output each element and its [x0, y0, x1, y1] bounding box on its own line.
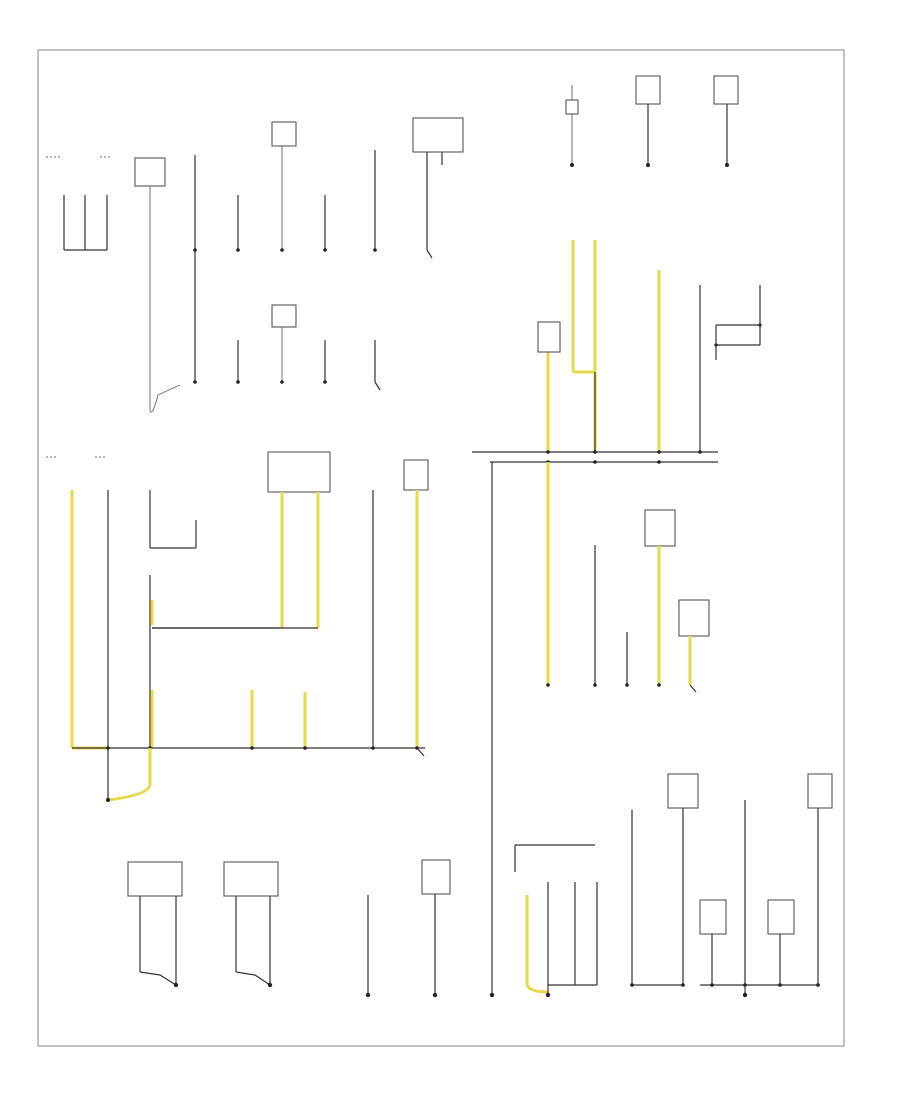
component-box — [223, 861, 279, 897]
component-box — [271, 121, 297, 147]
component-box — [412, 117, 464, 153]
component-box — [767, 899, 795, 935]
component-box — [713, 75, 739, 105]
top-left-section — [46, 117, 464, 413]
component-box — [127, 861, 183, 897]
component-box — [635, 75, 661, 105]
top-right-section — [472, 75, 762, 998]
component-box — [403, 459, 429, 491]
diagram-frame — [37, 49, 845, 1047]
bottom-right-section — [514, 773, 833, 998]
component-box — [421, 859, 451, 895]
component-box — [267, 451, 331, 493]
component-box — [678, 599, 710, 637]
component-box — [644, 509, 676, 547]
component-box — [271, 304, 297, 328]
component-box — [807, 773, 833, 809]
bottom-left-section — [46, 451, 429, 802]
component-box — [134, 157, 166, 187]
component-box — [667, 773, 699, 809]
component-box — [699, 899, 727, 935]
bottom-grounds-section — [127, 859, 451, 998]
